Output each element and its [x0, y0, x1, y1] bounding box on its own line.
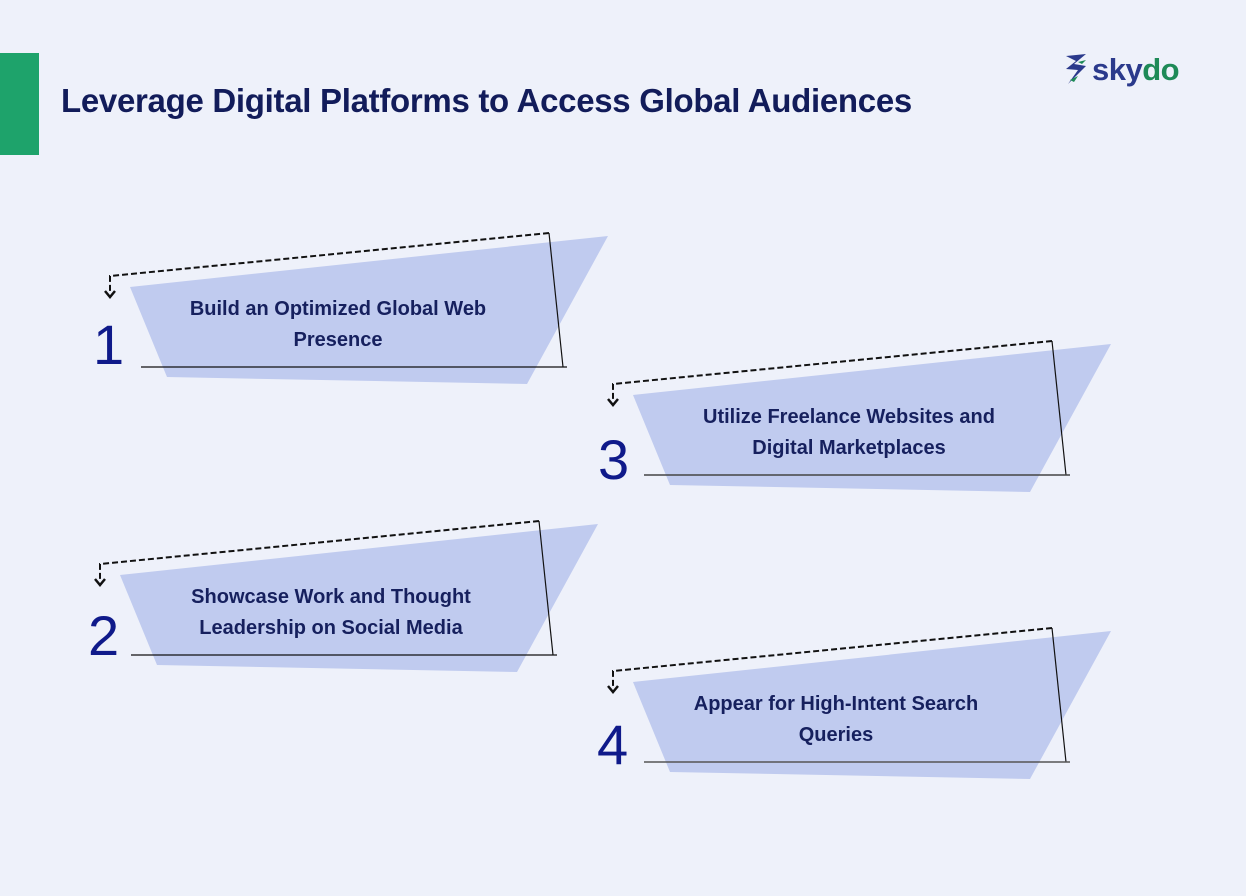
card-shape	[633, 631, 1111, 779]
arrow-down-icon	[94, 578, 106, 587]
dashed-connector	[612, 627, 1053, 687]
step-card-1: 1 Build an Optimized Global Web Presence	[80, 220, 620, 400]
step-card-3: 3 Utilize Freelance Websites and Digital…	[583, 328, 1123, 508]
step-label: Utilize Freelance Websites and Digital M…	[703, 406, 995, 459]
step-card-4: 4 Appear for High-Intent Search Queries	[583, 615, 1123, 795]
card-shape	[120, 524, 598, 672]
arrow-down-icon	[607, 398, 619, 407]
dashed-connector	[109, 232, 550, 292]
card-shape	[633, 344, 1111, 492]
step-label: Appear for High-Intent Search Queries	[693, 693, 979, 746]
dashed-connector	[612, 340, 1053, 400]
arrow-down-icon	[104, 290, 116, 299]
step-number: 1	[93, 313, 125, 376]
step-number: 4	[597, 713, 629, 776]
logo-wordmark: skydo	[1092, 51, 1180, 87]
card-shape	[130, 236, 608, 384]
step-number: 3	[598, 428, 630, 491]
accent-bar	[0, 53, 39, 155]
page-title: Leverage Digital Platforms to Access Glo…	[61, 82, 912, 119]
dashed-connector	[99, 520, 540, 580]
step-card-2: 2 Showcase Work and Thought Leadership o…	[70, 508, 610, 688]
skydo-chevrons-icon	[1066, 54, 1086, 84]
step-number: 2	[88, 604, 120, 667]
step-label: Build an Optimized Global Web Presence	[189, 298, 487, 351]
step-label: Showcase Work and Thought Leadership on …	[191, 586, 471, 639]
arrow-down-icon	[607, 685, 619, 694]
skydo-logo: skydo	[1064, 51, 1180, 87]
